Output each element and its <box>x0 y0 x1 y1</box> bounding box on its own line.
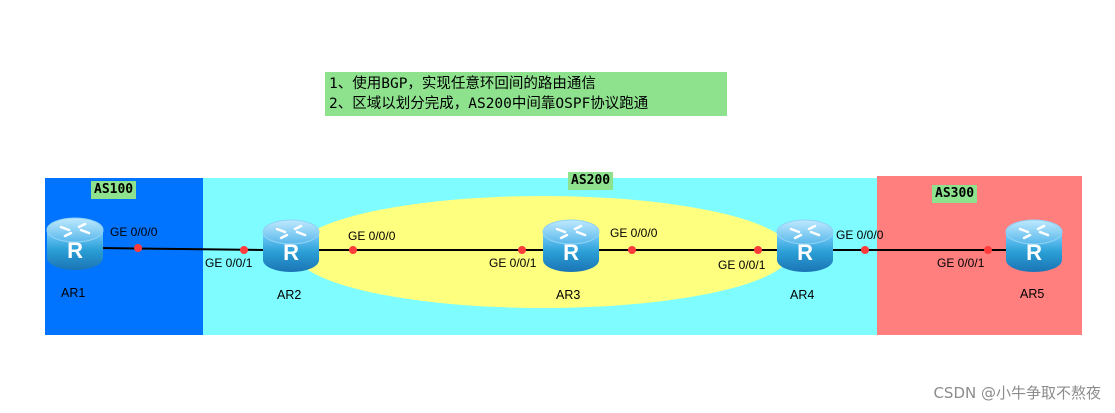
port-dot <box>754 246 762 254</box>
port-label-ar4-g000: GE 0/0/0 <box>836 228 884 242</box>
port-dot <box>349 246 357 254</box>
as200-label: AS200 <box>568 172 614 190</box>
router-name-ar2: AR2 <box>277 288 302 302</box>
port-dot <box>134 244 142 252</box>
as100-label: AS100 <box>91 181 137 199</box>
port-label-ar3-g001: GE 0/0/1 <box>489 256 537 270</box>
router-name-ar3: AR3 <box>556 288 581 302</box>
requirement-line-1: 1、使用BGP，实现任意环回间的路由通信 <box>329 76 596 92</box>
router-name-ar5: AR5 <box>1020 287 1045 301</box>
router-icon <box>541 218 601 274</box>
as300-label: AS300 <box>932 185 978 203</box>
port-label-ar2-g000: GE 0/0/0 <box>348 229 396 243</box>
port-label-ar3-g000: GE 0/0/0 <box>610 226 658 240</box>
port-dot <box>984 246 992 254</box>
requirement-line-2: 2、区域以划分完成，AS200中间靠OSPF协议跑通 <box>329 96 649 112</box>
port-dot <box>240 246 248 254</box>
port-dot <box>861 246 869 254</box>
router-name-ar1: AR1 <box>61 286 86 300</box>
router-icon <box>1004 218 1064 274</box>
link-ar1-ar2 <box>99 247 266 251</box>
port-label-ar2-g001: GE 0/0/1 <box>205 256 253 270</box>
router-icon <box>45 216 105 272</box>
requirements-note: 1、使用BGP，实现任意环回间的路由通信 2、区域以划分完成，AS200中间靠O… <box>325 72 727 116</box>
router-icon <box>261 218 321 274</box>
port-label-ar1-g000: GE 0/0/0 <box>110 225 158 239</box>
port-dot <box>628 246 636 254</box>
router-name-ar4: AR4 <box>790 288 815 302</box>
port-label-ar4-g001: GE 0/0/1 <box>718 258 766 272</box>
port-label-ar5-g001: GE 0/0/1 <box>937 256 985 270</box>
port-dot <box>518 246 526 254</box>
router-icon <box>775 218 835 274</box>
watermark: CSDN @小牛争取不熬夜 <box>933 384 1101 402</box>
